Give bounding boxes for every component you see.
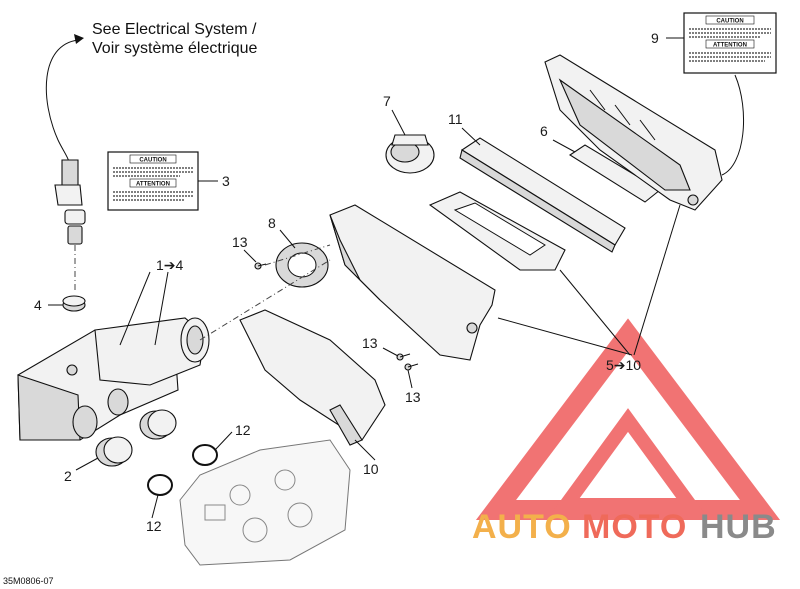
callout-10: 10 [363,461,379,477]
caution-title-3: CAUTION [139,158,166,164]
electrical-wire [45,34,84,206]
callout-2: 2 [64,468,72,484]
filter-part-11 [459,137,626,253]
callout-7: 7 [383,93,391,109]
silencer-housing [544,54,723,211]
callout-note-line1: See Electrical System / [92,21,257,38]
callout-13-b: 13 [362,335,378,351]
engine-block [179,439,351,566]
callout-note-line2: Voir système électrique [92,40,258,57]
coupler-parts-2 [95,409,177,467]
watermark-text: AUTO MOTO HUB [472,508,777,546]
attention-title-3: ATTENTION [136,182,170,188]
caution-title-9: CAUTION [716,19,743,25]
watermark-moto: MOTO [582,508,687,546]
callout-1-4: 1➔4 [156,257,184,273]
callout-numbers: 1➔4 2 3 4 5➔10 6 7 8 9 10 11 12 12 13 13… [34,30,659,534]
attention-title-9: ATTENTION [713,43,747,49]
callout-12-b: 12 [146,518,162,534]
drawing-code: 35M0806-07 [3,576,54,586]
callout-8: 8 [268,215,276,231]
watermark-hub: HUB [700,508,777,546]
callout-6: 6 [540,123,548,139]
upper-housing [329,204,496,361]
grommet-ring-8 [275,242,329,288]
grommet-part-4 [62,295,86,312]
leader-lines [48,74,745,519]
callout-3: 3 [222,173,230,189]
callout-13-a: 13 [232,234,248,250]
screw-parts-13 [254,262,419,371]
callout-12-a: 12 [235,422,251,438]
watermark-auto: AUTO [472,508,572,546]
filter-frame [428,191,566,271]
cap-part-7 [385,134,435,174]
caution-label-3: CAUTION ATTENTION [107,151,218,211]
lower-cover-part-10 [239,309,386,446]
caution-label-9: CAUTION ATTENTION [666,12,777,74]
callout-5-10: 5➔10 [606,357,641,373]
callout-4: 4 [34,297,42,313]
callout-13-c: 13 [405,389,421,405]
watermark-logo [475,318,781,520]
sensor-part [64,209,86,290]
clamp-parts-12 [147,444,218,496]
callout-11: 11 [448,111,463,127]
callout-9: 9 [651,30,659,46]
air-box-base [17,317,210,441]
